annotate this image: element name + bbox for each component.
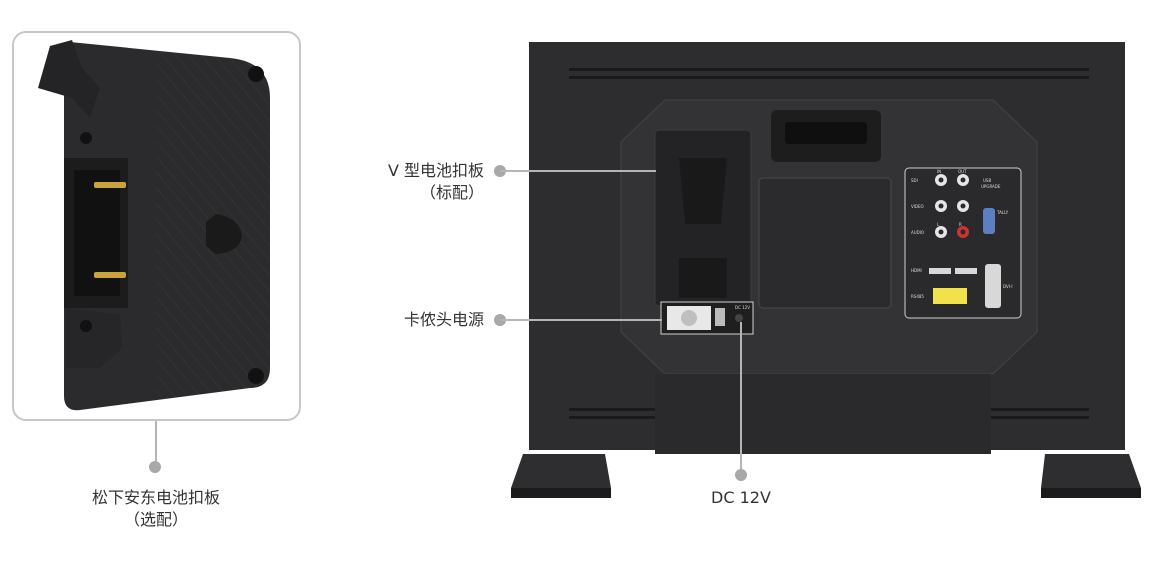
dvi-label: DVI-I	[1003, 284, 1013, 289]
kayee-power-callout-line	[500, 319, 662, 321]
v-plate-callout-line	[500, 170, 656, 172]
audio-r-label: R	[959, 222, 962, 227]
panasonic-callout-line	[155, 421, 157, 463]
dc12v-port-label: DC 12V	[735, 305, 750, 310]
kayee-power-label-line1: 卡侬头电源	[403, 310, 484, 329]
panasonic-callout-dot	[149, 461, 161, 473]
usb-label: USB	[983, 178, 991, 183]
v-plate-label-line1: V 型电池扣板	[387, 161, 484, 180]
dc-callout-dot	[735, 469, 747, 481]
v-plate-label: V 型电池扣板 （标配）	[340, 160, 484, 204]
audio-l-label: L	[937, 222, 940, 227]
monitor-rear-image: SDI VIDEO AUDIO HDMI RS485 IN OUT R L US…	[511, 42, 1141, 498]
dc-input-label: DC 12V	[691, 487, 791, 509]
hdmi-port-label: HDMI	[911, 268, 922, 273]
sdi-out-label: OUT	[958, 169, 967, 174]
v-plate-label-line2: （标配）	[419, 183, 484, 202]
dc-callout-line	[740, 322, 742, 472]
audio-port-label: AUDIO	[911, 230, 924, 235]
panasonic-plate-label: 松下安东电池扣板 （选配）	[66, 487, 246, 531]
dc-input-label-line1: DC 12V	[711, 488, 771, 507]
tally-label: TALLY	[996, 210, 1009, 215]
rs485-port-label: RS485	[911, 294, 924, 299]
sdi-in-label: IN	[937, 169, 941, 174]
kayee-power-label: 卡侬头电源	[360, 309, 484, 331]
upgrade-label: UPGRADE	[981, 184, 1001, 189]
video-port-label: VIDEO	[911, 204, 924, 209]
sdi-port-label: SDI	[911, 178, 918, 183]
panasonic-plate-label-line2: （选配）	[123, 510, 188, 529]
panasonic-plate-image	[38, 40, 270, 411]
panasonic-plate-label-line1: 松下安东电池扣板	[91, 488, 220, 507]
